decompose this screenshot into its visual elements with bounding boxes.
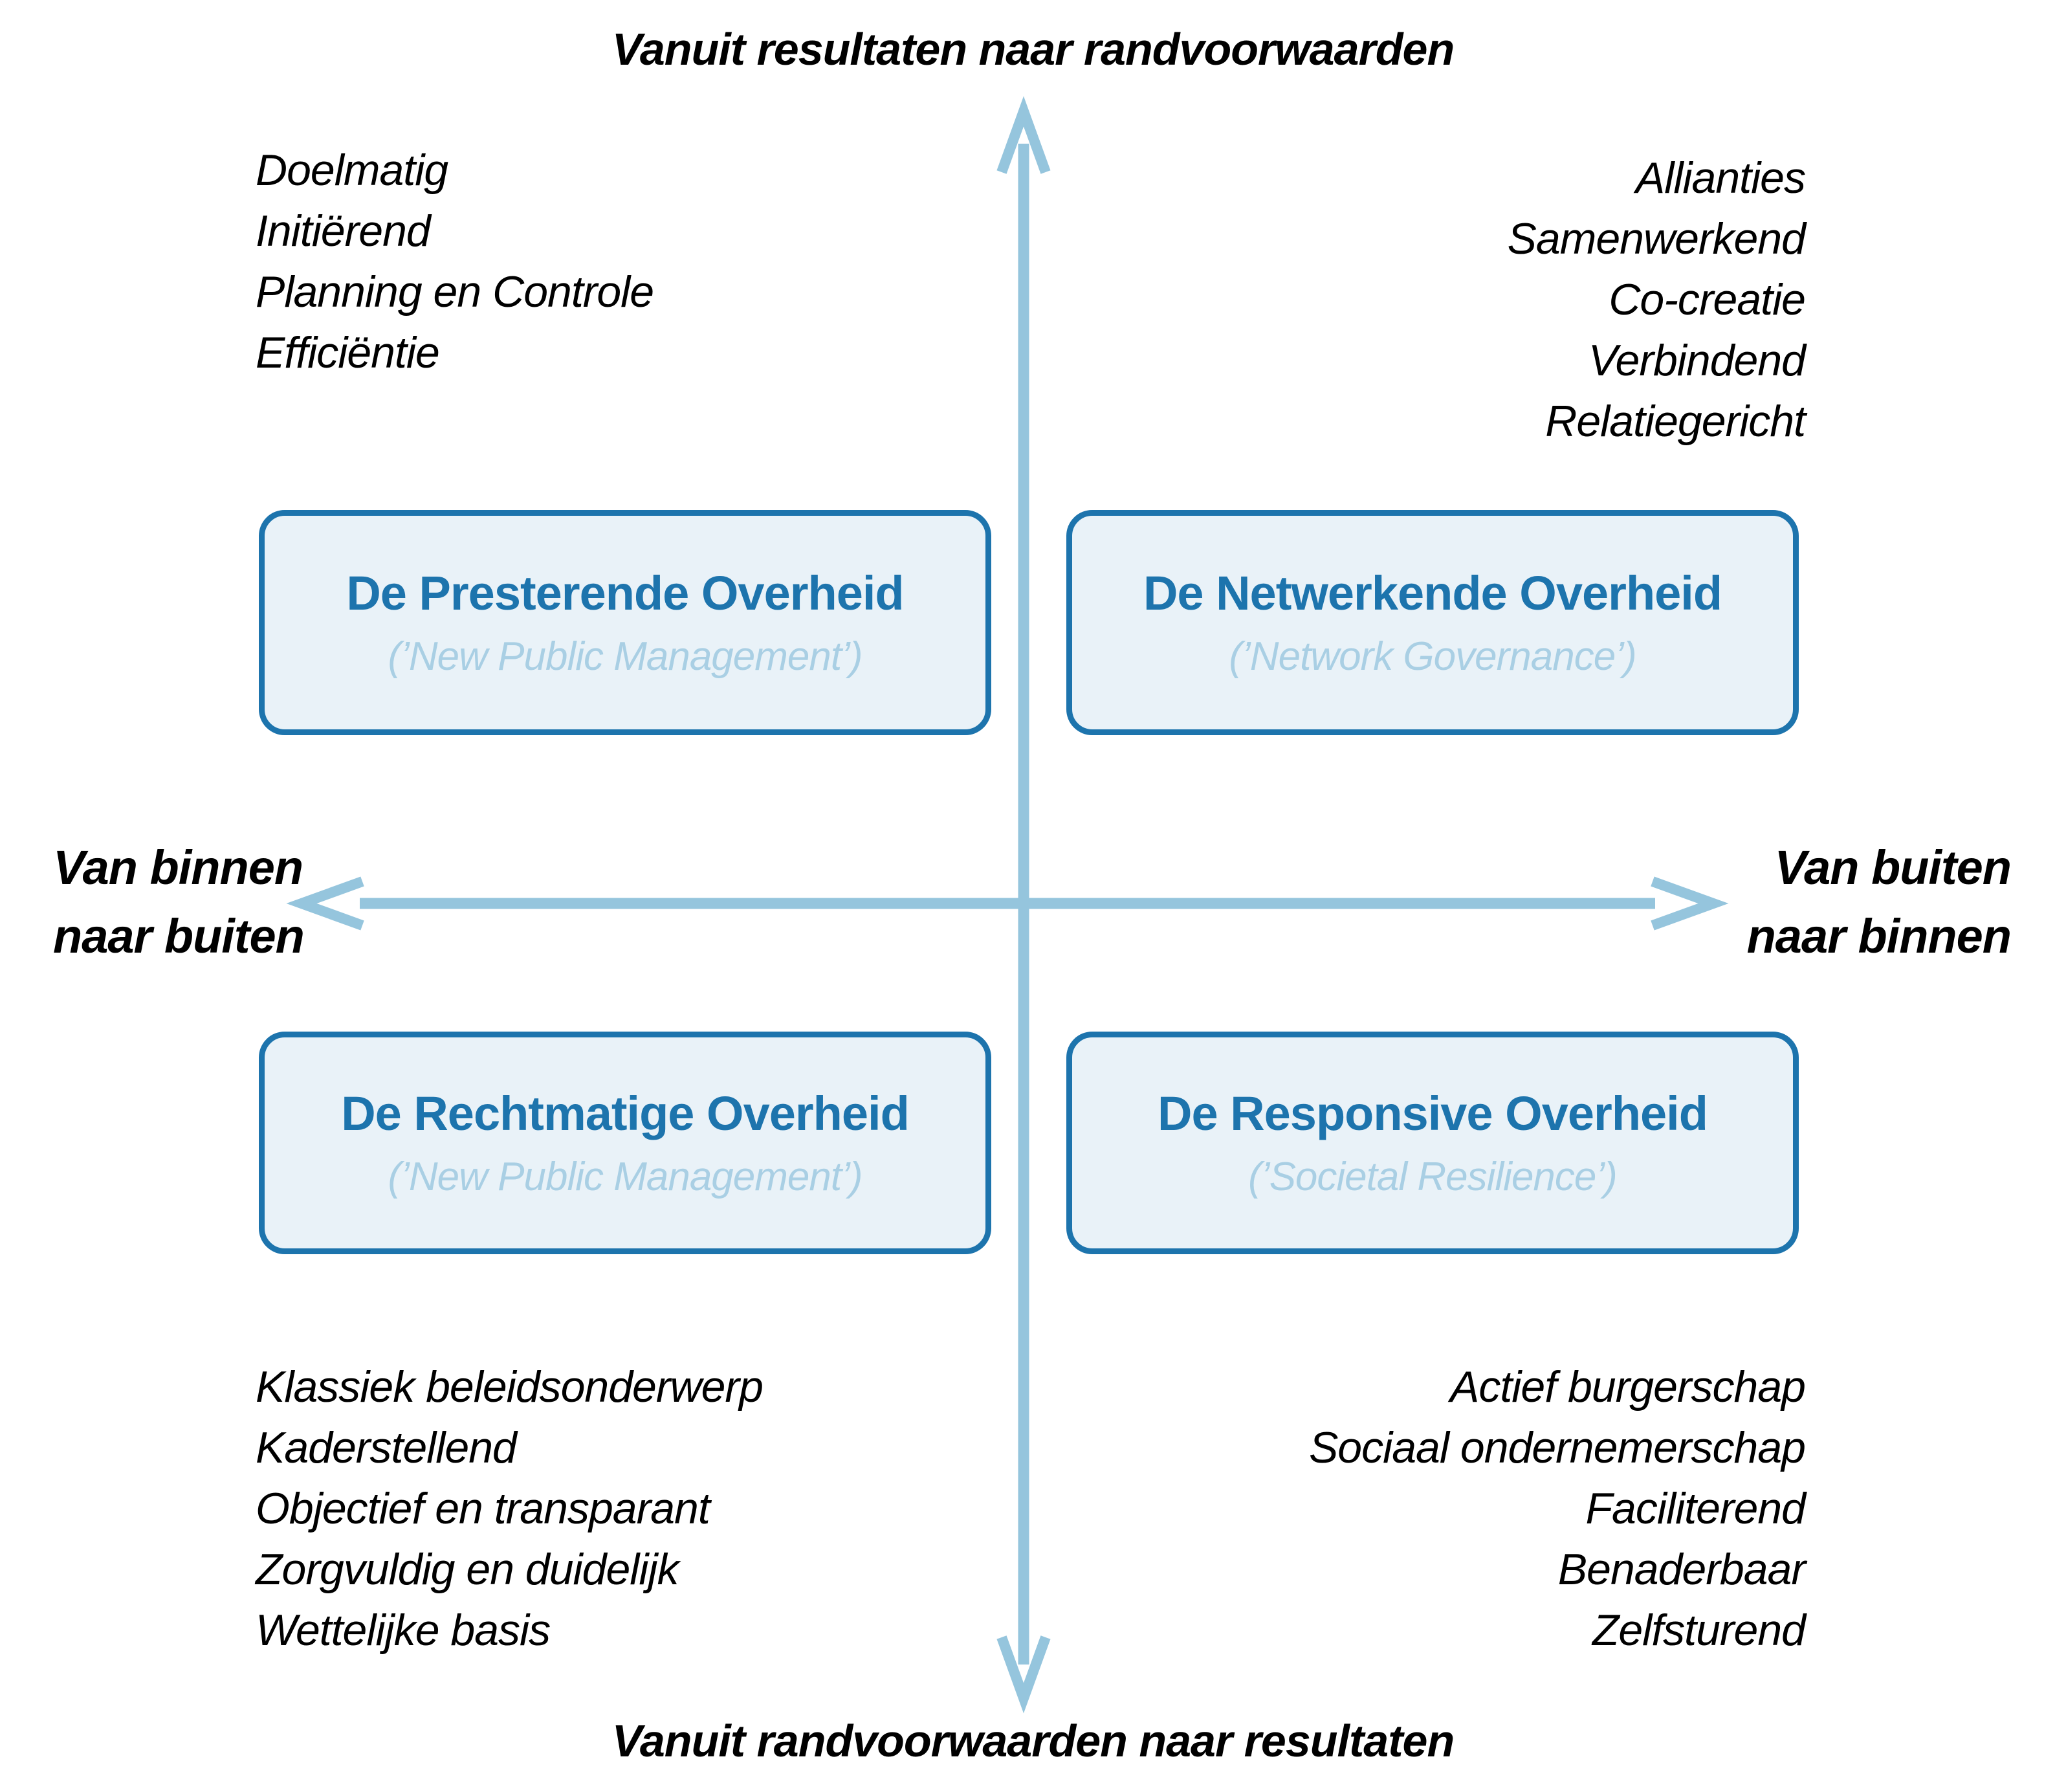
box-subtitle: (’New Public Management’) [388, 1155, 863, 1199]
trait-item: Faciliterend [1585, 1484, 1807, 1533]
quadrant-box-rechtmatige-overheid: De Rechtmatige Overheid (’New Public Man… [259, 1032, 991, 1254]
up-arrowhead-icon [996, 96, 1051, 174]
down-arrowhead-icon [996, 1635, 1051, 1714]
trait-item: Benaderbaar [1557, 1545, 1806, 1594]
trait-item: Initiërend [256, 206, 431, 256]
trait-item: Verbindend [1588, 336, 1806, 385]
trait-item: Wettelijke basis [256, 1606, 551, 1655]
trait-item: Co-creatie [1609, 275, 1806, 324]
horizontal-axis-left-label: Van binnen naar buiten [53, 834, 305, 971]
box-subtitle: (’New Public Management’) [388, 634, 863, 679]
quadrant-box-presterende-overheid: De Presterende Overheid (’New Public Man… [259, 510, 991, 735]
horizontal-axis-right-label: Van buiten naar binnen [1746, 834, 2012, 971]
trait-item: Allianties [1635, 153, 1806, 203]
trait-item: Klassiek beleidsonderwerp [256, 1362, 764, 1411]
trait-item: Sociaal ondernemerschap [1308, 1423, 1806, 1472]
box-subtitle: (’Societal Resilience’) [1248, 1155, 1618, 1199]
axis-label-line: naar buiten [53, 909, 305, 963]
trait-item: Doelmatig [256, 146, 448, 195]
box-title: De Netwerkende Overheid [1143, 566, 1722, 620]
box-title: De Rechtmatige Overheid [341, 1087, 910, 1140]
axis-label-line: Van buiten [1774, 841, 2012, 894]
right-arrowhead-icon [1651, 876, 1729, 931]
trait-item: Actief burgerschap [1450, 1362, 1806, 1411]
trait-item: Relatiegericht [1545, 397, 1806, 446]
quadrant-box-responsive-overheid: De Responsive Overheid (’Societal Resili… [1066, 1032, 1799, 1254]
vertical-axis-bottom-label: Vanuit randvoorwaarden naar resultaten [611, 1716, 1455, 1766]
trait-item: Planning en Controle [256, 267, 654, 316]
trait-item: Samenwerkend [1507, 214, 1806, 263]
left-arrowhead-icon [286, 876, 364, 931]
quadrant-box-netwerkende-overheid: De Netwerkende Overheid (’Network Govern… [1066, 510, 1799, 735]
trait-item: Zelfsturend [1592, 1606, 1806, 1655]
box-title: De Responsive Overheid [1158, 1087, 1708, 1140]
trait-item: Kaderstellend [256, 1423, 517, 1472]
box-subtitle: (’Network Governance’) [1229, 634, 1636, 679]
box-title: De Presterende Overheid [346, 566, 904, 620]
trait-item: Zorgvuldig en duidelijk [256, 1545, 679, 1594]
trait-item: Efficiëntie [256, 328, 440, 377]
vertical-axis-top-label: Vanuit resultaten naar randvoorwaarden [611, 24, 1455, 74]
axis-label-line: Van binnen [53, 841, 303, 894]
trait-item: Objectief en transparant [256, 1484, 710, 1533]
axis-label-line: naar binnen [1746, 909, 2012, 963]
